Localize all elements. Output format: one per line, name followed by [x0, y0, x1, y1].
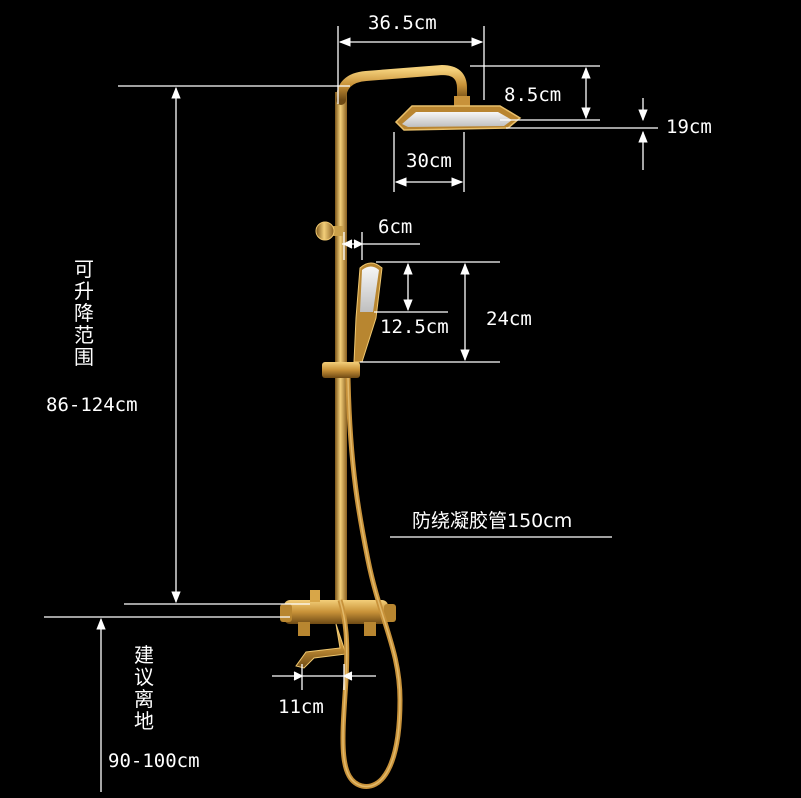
top-width-label: 36.5cm [368, 12, 437, 34]
install-height-title: 建议离地 [134, 643, 154, 733]
adjust-range-title: 可升降范围 [74, 257, 94, 369]
shower-column [280, 64, 522, 789]
hand-head-length-label: 12.5cm [380, 316, 449, 338]
tub-spout [295, 623, 347, 669]
hand-shower [353, 262, 383, 363]
head-depth-label: 19cm [666, 116, 712, 138]
shower-hose [337, 377, 403, 789]
thermostatic-mixer [280, 590, 396, 636]
upper-bracket [315, 221, 343, 241]
hand-length-label: 24cm [486, 308, 532, 330]
hand-width-label: 6cm [378, 216, 413, 238]
hand-shower-holder [322, 362, 360, 378]
head-height-label: 8.5cm [504, 84, 562, 106]
riser-pipe [335, 92, 347, 612]
install-height-value: 90-100cm [108, 750, 200, 772]
hose-label: 防绕凝胶管150cm [412, 510, 573, 532]
dimension-lines [44, 26, 658, 792]
head-width-label: 30cm [406, 150, 452, 172]
top-arm [336, 64, 467, 105]
spout-length-label: 11cm [278, 696, 324, 718]
adjust-range-value: 86-124cm [46, 394, 138, 416]
